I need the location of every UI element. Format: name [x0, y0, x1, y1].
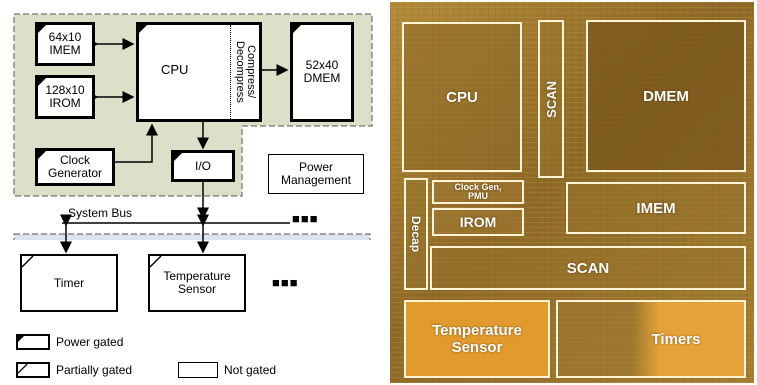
- die-timers: Timers: [556, 300, 746, 378]
- clock-generator-block: Clock Generator: [35, 148, 115, 186]
- die-scan-vertical: SCAN: [538, 20, 564, 178]
- not-gated-label: Not gated: [224, 363, 277, 377]
- irom-label: 128x10 IROM: [45, 83, 85, 110]
- clock-generator-label: Clock Generator: [47, 153, 103, 180]
- die-imem-label: IMEM: [636, 199, 676, 217]
- die-temperature-sensor-label: Temperature Sensor: [432, 322, 522, 356]
- die-irom: IROM: [432, 208, 524, 236]
- die-scan-horizontal-label: SCAN: [566, 259, 610, 277]
- die-imem: IMEM: [566, 182, 746, 234]
- io-label: I/O: [194, 158, 211, 173]
- dmem-block: 52x40 DMEM: [290, 22, 354, 122]
- die-clock-pmu: Clock Gen, PMU: [432, 180, 524, 204]
- die-decap: Decap: [404, 178, 428, 290]
- compress-section: Compress/ Decompress: [230, 25, 259, 119]
- partial-gate-icon: [150, 256, 162, 268]
- power-management-block: Power Management: [268, 154, 364, 194]
- partial-gate-icon: [22, 256, 34, 268]
- partially-gated-swatch: [16, 362, 50, 378]
- legend-partially-gated: Partially gated: [16, 362, 132, 378]
- die-clock-pmu-label: Clock Gen, PMU: [454, 182, 502, 201]
- die-dmem-label: DMEM: [643, 87, 689, 105]
- temperature-sensor-label: Temperature Sensor: [163, 269, 231, 296]
- timer-block: Timer: [20, 254, 118, 312]
- temperature-sensor-block: Temperature Sensor: [148, 254, 246, 312]
- die-cpu: CPU: [402, 22, 522, 172]
- die-dmem: DMEM: [586, 20, 746, 172]
- legend-power-gated: Power gated: [16, 334, 123, 350]
- die-irom-label: IROM: [459, 214, 497, 230]
- die-photo: CPU SCAN DMEM Decap Clock Gen, PMU IROM …: [390, 2, 754, 383]
- die-scan-vertical-label: SCAN: [543, 80, 559, 118]
- legend-not-gated: Not gated: [178, 362, 276, 378]
- not-gated-swatch: [178, 362, 218, 378]
- bus-ellipsis: ■■■: [292, 211, 319, 226]
- power-gated-swatch: [16, 334, 50, 350]
- power-management-label: Power Management: [280, 160, 352, 187]
- system-bus-label: System Bus: [68, 206, 133, 220]
- imem-label: 64x10 IMEM: [48, 30, 82, 57]
- dmem-label: 52x40 DMEM: [303, 58, 341, 85]
- timer-label: Timer: [53, 275, 85, 290]
- die-scan-horizontal: SCAN: [430, 246, 746, 290]
- cpu-label: CPU: [161, 62, 189, 77]
- cpu-block: CPU Compress/ Decompress: [136, 22, 262, 122]
- partially-gated-label: Partially gated: [56, 363, 133, 377]
- partial-gate-icon: [18, 364, 28, 374]
- compress-label: Compress/ Decompress: [234, 41, 257, 103]
- imem-block: 64x10 IMEM: [35, 22, 95, 66]
- die-temperature-sensor: Temperature Sensor: [404, 300, 550, 378]
- die-cpu-label: CPU: [446, 88, 478, 106]
- peripheral-ellipsis: ■■■: [272, 275, 299, 290]
- power-gated-label: Power gated: [56, 335, 124, 349]
- io-block: I/O: [171, 150, 235, 182]
- irom-block: 128x10 IROM: [35, 75, 95, 119]
- connections: [60, 38, 290, 254]
- die-timers-label: Timers: [651, 330, 701, 348]
- die-decap-label: Decap: [409, 215, 423, 253]
